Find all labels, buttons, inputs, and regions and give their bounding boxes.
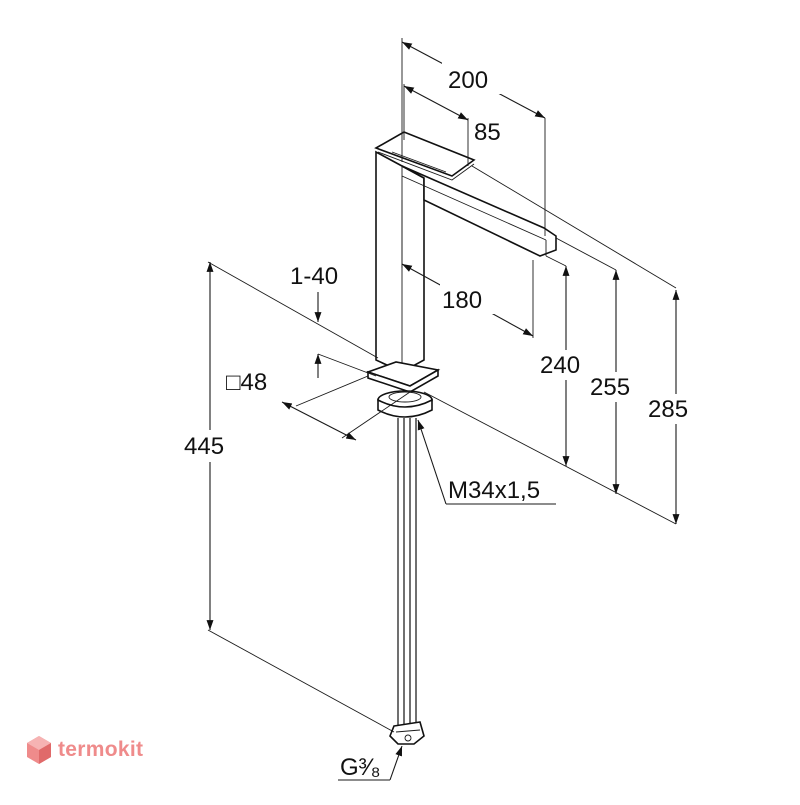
deck-reference-line (423, 391, 677, 525)
watermark-text: termokit (58, 738, 144, 761)
dim-240-label: 240 (540, 352, 580, 379)
dim-1-40-label: 1-40 (290, 263, 338, 290)
faucet-body (365, 131, 557, 745)
connection-leader (338, 745, 403, 781)
termokit-logo: termokit (26, 735, 143, 765)
dim-48-label: □48 (226, 369, 267, 396)
thread-leader (417, 419, 556, 505)
hexagon-logo-icon (27, 736, 51, 764)
dim-48 (281, 375, 411, 441)
dim-200-label: 200 (448, 67, 488, 94)
dim-285-label: 285 (648, 396, 688, 423)
dim-240 (538, 255, 592, 466)
dim-255-label: 255 (590, 374, 630, 401)
dim-255 (555, 237, 642, 494)
dim-180-label: 180 (442, 287, 482, 314)
dim-285 (471, 165, 700, 524)
connection-label: G³⁄₈ (340, 754, 381, 781)
dim-1-40 (314, 292, 377, 378)
dim-85 (403, 84, 469, 166)
thread-label: M34x1,5 (448, 477, 540, 504)
dim-445 (182, 261, 395, 733)
dim-180 (401, 200, 534, 338)
dim-85-label: 85 (474, 119, 501, 146)
dim-445-label: 445 (184, 433, 224, 460)
